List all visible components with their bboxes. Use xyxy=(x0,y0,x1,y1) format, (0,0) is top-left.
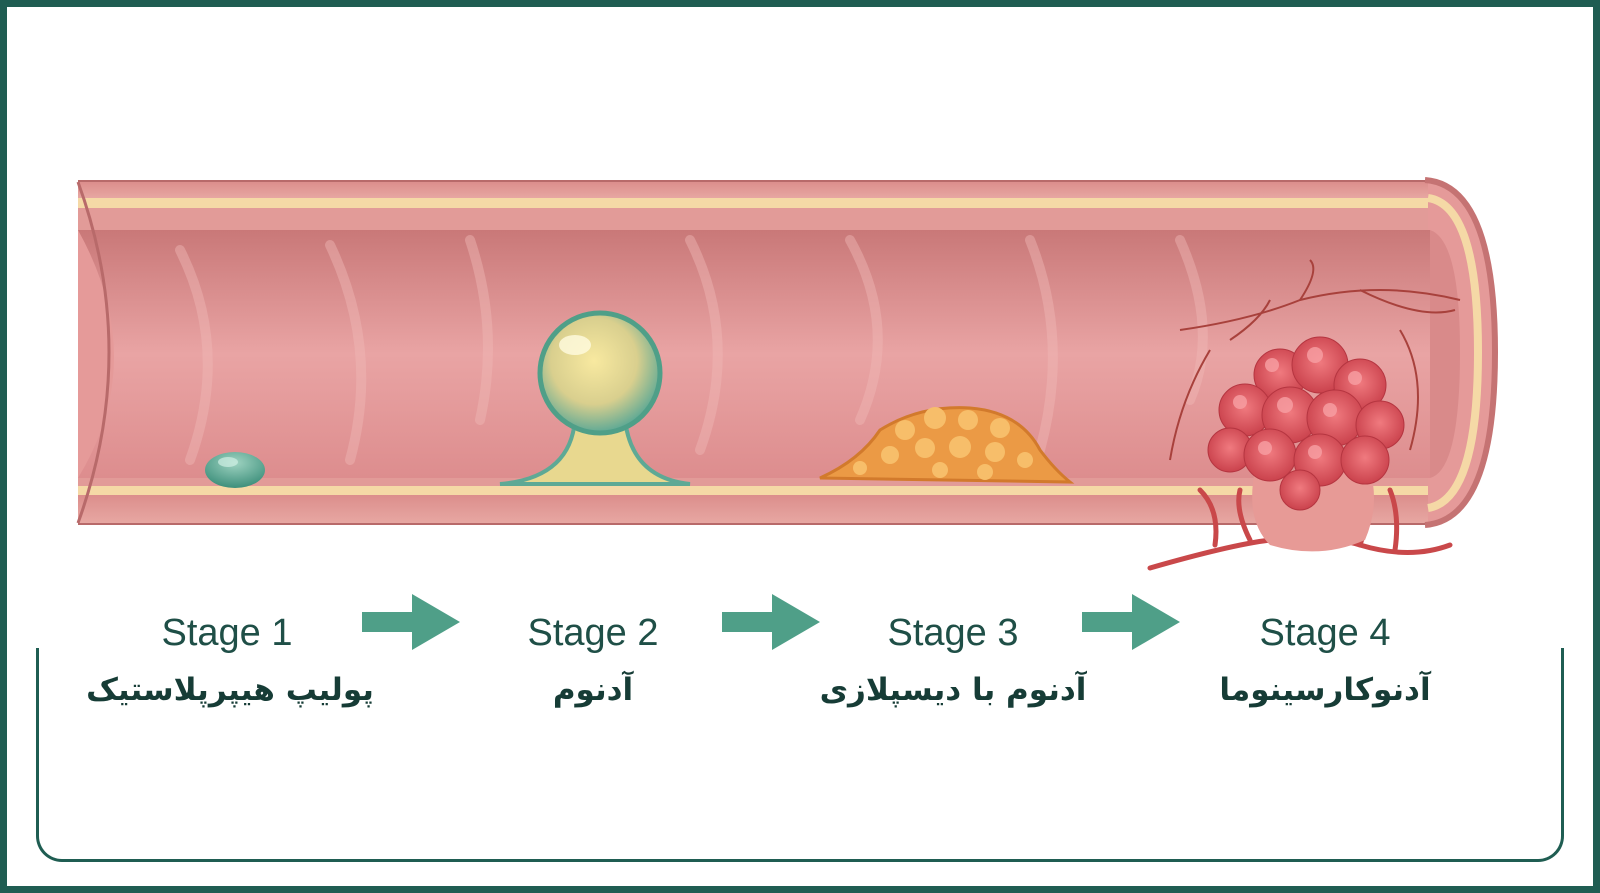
stage-2-label: Stage 2 xyxy=(527,612,659,654)
stage-1-name: پولیپ هیپرپلاستیک xyxy=(86,672,374,708)
arrow-right-icon xyxy=(722,594,820,650)
inner-frame xyxy=(36,648,1564,862)
small-polyp-icon xyxy=(205,452,265,488)
stage-4-label: Stage 4 xyxy=(1259,612,1391,654)
colon-tube xyxy=(76,177,1499,528)
pedunculated-adenoma-icon xyxy=(499,310,691,486)
arrow-right-icon xyxy=(362,594,460,650)
stage-2-name: آدنوم xyxy=(552,672,634,708)
stage-4-name: آدنوکارسینوما xyxy=(1219,672,1431,708)
carcinoma-tumor-icon xyxy=(1147,259,1461,571)
stage-3-label: Stage 3 xyxy=(887,612,1019,654)
stage-3-name: آدنوم با دیسپلازی xyxy=(819,672,1087,708)
stage-1-label: Stage 1 xyxy=(161,612,293,654)
dysplastic-adenoma-icon xyxy=(819,406,1075,484)
arrow-right-icon xyxy=(1082,594,1180,650)
